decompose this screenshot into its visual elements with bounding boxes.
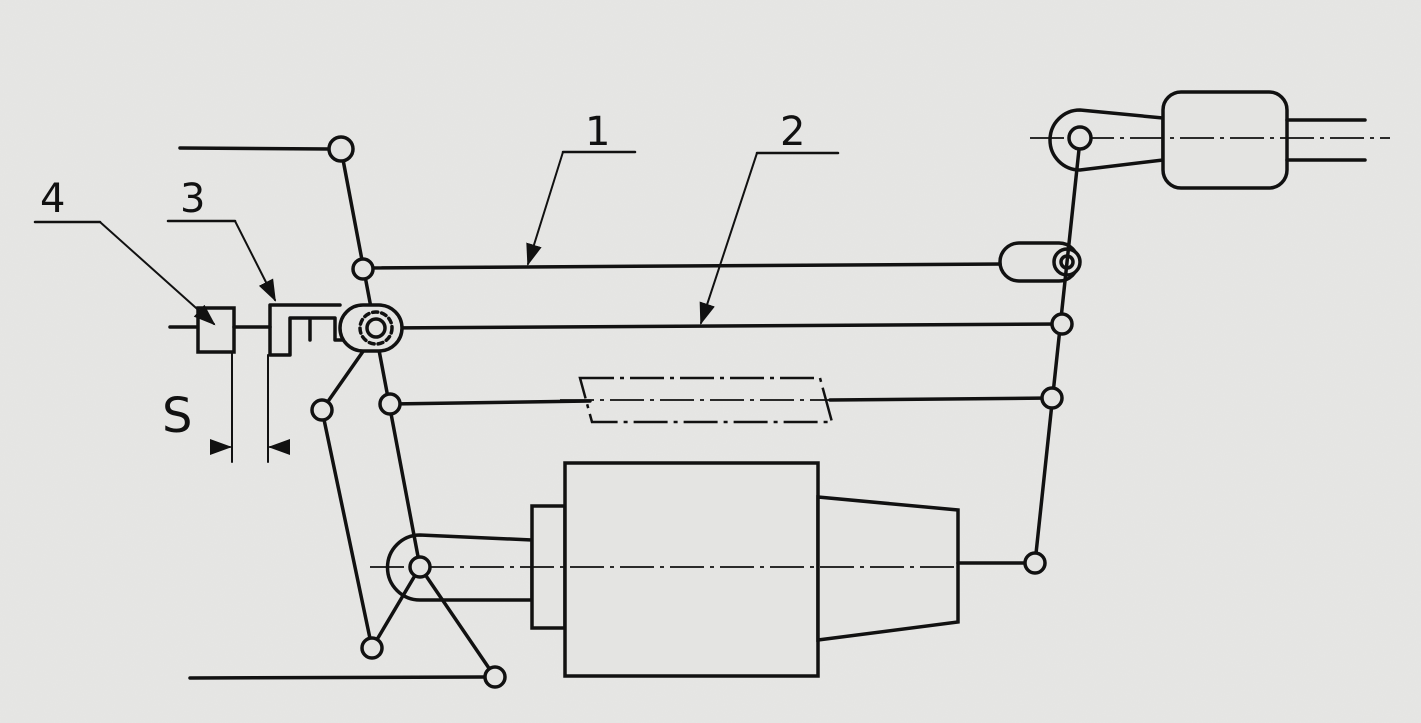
motor-unit bbox=[370, 461, 1037, 678]
callout-2: 2 bbox=[699, 109, 840, 325]
gap-dimension bbox=[210, 351, 290, 463]
top-actuator bbox=[1030, 90, 1390, 190]
callout-4: 4 bbox=[33, 176, 216, 326]
label-2: 2 bbox=[780, 109, 805, 155]
callout-1: 1 bbox=[526, 109, 637, 266]
label-1: 1 bbox=[585, 109, 610, 155]
label-gap-s: S bbox=[162, 388, 192, 444]
label-3: 3 bbox=[180, 176, 205, 222]
label-4: 4 bbox=[40, 176, 65, 222]
right-lever bbox=[1033, 138, 1082, 565]
pivot-joints bbox=[310, 135, 1074, 689]
callout-3: 3 bbox=[166, 176, 276, 302]
link-2 bbox=[376, 322, 1064, 330]
link-1 bbox=[361, 241, 1082, 283]
main-lever bbox=[178, 146, 422, 569]
damper-link bbox=[388, 376, 1054, 424]
